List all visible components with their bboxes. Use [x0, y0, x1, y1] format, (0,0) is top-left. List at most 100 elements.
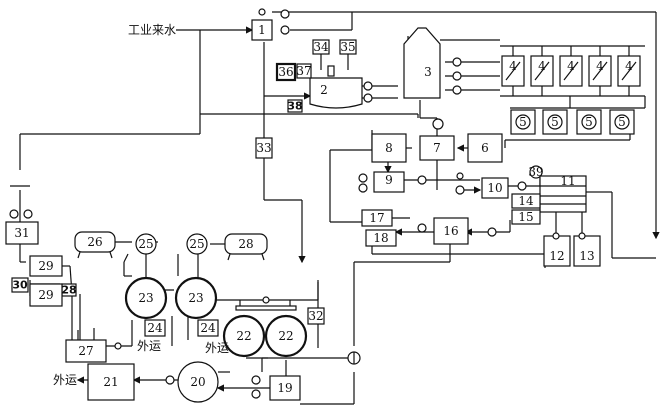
svg-text:24: 24 [200, 321, 216, 335]
unit-14: 14 [511, 193, 541, 209]
svg-text:7: 7 [433, 141, 441, 155]
unit-36: 36 [275, 62, 297, 82]
svg-text:34: 34 [313, 40, 329, 54]
unit-31: 31 [5, 209, 39, 245]
svg-text:30: 30 [12, 279, 28, 292]
unit-21: 21 [87, 363, 135, 401]
svg-text:22: 22 [278, 329, 293, 343]
unit-18: 18 [365, 229, 397, 247]
svg-text:37: 37 [296, 64, 311, 78]
export-label-24a: 外运 [137, 339, 161, 353]
unit-19: 19 [251, 375, 301, 401]
svg-text:36: 36 [278, 65, 293, 79]
pumps-2-3 [363, 81, 396, 103]
svg-text:15: 15 [518, 210, 533, 224]
unit-12: 12 [543, 232, 571, 267]
svg-text:17: 17 [369, 211, 384, 225]
unit-6: 6 [467, 133, 503, 163]
svg-text:24: 24 [147, 321, 163, 335]
unit-30: 30 [11, 277, 29, 293]
unit-26: 26 [74, 231, 116, 259]
unit-17: 17 [361, 209, 393, 227]
unit-29a: 29 [29, 255, 63, 277]
svg-text:1: 1 [258, 23, 266, 37]
unit-10: 10 [481, 177, 527, 199]
unit-22-tanks: 22 22 [222, 296, 308, 358]
svg-text:35: 35 [340, 40, 355, 54]
unit-34: 34 [312, 39, 330, 55]
svg-text:31: 31 [14, 226, 29, 240]
unit-37: 37 [296, 63, 312, 79]
unit-13: 13 [573, 232, 601, 267]
svg-text:25: 25 [138, 237, 153, 251]
unit-38: 38 [287, 99, 303, 113]
svg-text:12: 12 [549, 249, 564, 263]
unit-1: 1 [251, 8, 290, 41]
svg-text:29: 29 [38, 288, 53, 302]
unit-20: 20 [165, 361, 219, 403]
svg-text:2: 2 [320, 83, 328, 97]
svg-text:28: 28 [61, 284, 76, 297]
svg-text:6: 6 [481, 141, 489, 155]
unit-24b: 24 [197, 319, 219, 337]
unit-3: 3 [403, 27, 441, 99]
unit-28-valve: 28 [61, 283, 77, 297]
svg-text:18: 18 [373, 231, 388, 245]
main-valve [347, 351, 361, 365]
unit-27: 27 [65, 339, 122, 363]
unit-25b: 25 [186, 233, 208, 255]
svg-text:22: 22 [236, 329, 251, 343]
svg-text:27: 27 [78, 344, 93, 358]
svg-text:10: 10 [487, 181, 502, 195]
unit-16: 16 [417, 217, 497, 245]
unit-23-digesters: 23 23 [124, 276, 218, 320]
unit-35: 35 [339, 39, 357, 55]
unit-29b: 29 [29, 283, 63, 307]
svg-text:4: 4 [538, 59, 546, 73]
unit-8: 8 [371, 133, 407, 163]
unit-4-filters: 4 4 4 4 4 [501, 46, 641, 96]
svg-text:3: 3 [424, 65, 432, 79]
unit-32: 32 [307, 307, 325, 325]
unit-7: 7 [419, 118, 455, 161]
svg-text:4: 4 [596, 59, 604, 73]
svg-text:25: 25 [189, 237, 204, 251]
svg-text:11: 11 [560, 174, 575, 188]
svg-text:16: 16 [443, 224, 458, 238]
svg-text:26: 26 [87, 235, 102, 249]
unit-33: 33 [255, 137, 273, 159]
svg-text:8: 8 [385, 141, 393, 155]
svg-text:32: 32 [308, 309, 323, 323]
svg-text:5: 5 [519, 115, 527, 129]
pumps-9-10 [417, 172, 465, 195]
svg-text:29: 29 [38, 259, 53, 273]
svg-text:38: 38 [287, 100, 302, 113]
unit-28-gasholder: 28 [224, 233, 268, 261]
blowers-3-4 [452, 57, 484, 95]
svg-text:19: 19 [277, 381, 292, 395]
svg-text:20: 20 [190, 375, 205, 389]
svg-text:9: 9 [385, 173, 393, 187]
export-label-24b: 外运 [205, 341, 229, 355]
svg-text:23: 23 [188, 291, 203, 305]
svg-text:33: 33 [256, 141, 271, 155]
svg-text:23: 23 [138, 291, 153, 305]
svg-text:14: 14 [518, 194, 534, 208]
svg-text:13: 13 [579, 249, 594, 263]
svg-text:28: 28 [238, 237, 253, 251]
unit-11: 11 [539, 174, 600, 213]
unit-24a: 24 [144, 319, 166, 337]
svg-text:4: 4 [625, 59, 633, 73]
svg-text:5: 5 [551, 115, 559, 129]
export-label-21: 外运 [53, 373, 77, 387]
unit-5-vessels: 5 5 5 5 [510, 109, 635, 135]
svg-text:5: 5 [618, 115, 626, 129]
unit-15: 15 [511, 209, 541, 225]
svg-text:4: 4 [567, 59, 575, 73]
unit-9: 9 [358, 171, 405, 193]
unit-25a: 25 [135, 233, 157, 255]
svg-text:5: 5 [585, 115, 593, 129]
svg-text:4: 4 [509, 59, 517, 73]
unit-2: 2 [309, 65, 363, 109]
